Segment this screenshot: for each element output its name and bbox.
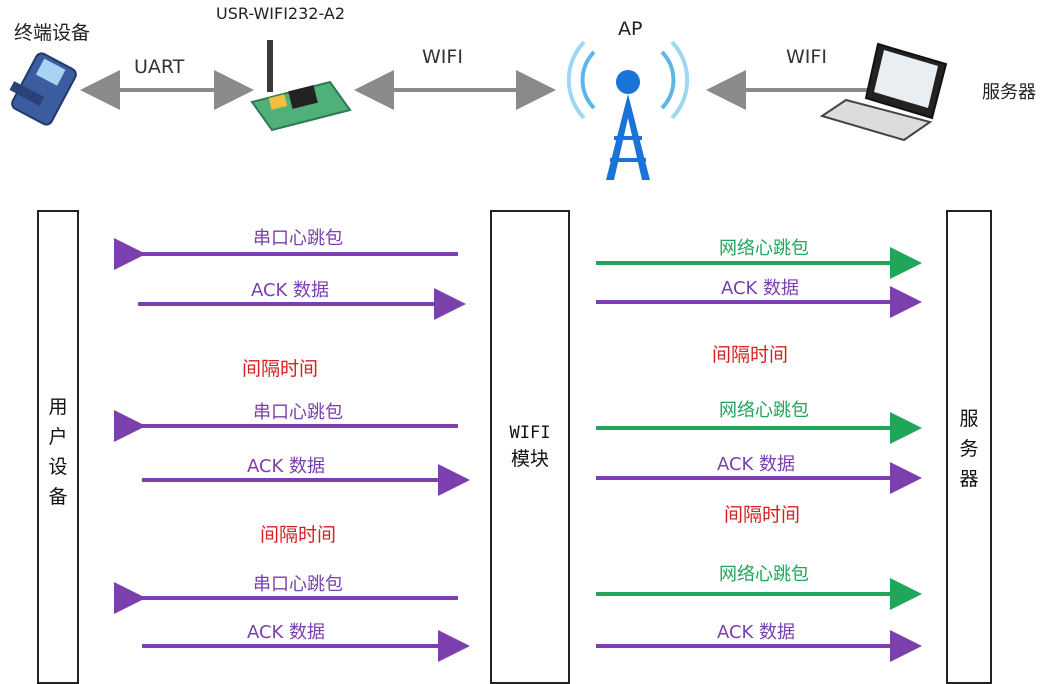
handheld-terminal-icon	[9, 52, 77, 126]
net-heartbeat-label-1: 网络心跳包	[719, 238, 809, 259]
ack-label-right-3: ACK 数据	[716, 622, 796, 643]
server-column-label: 服务器	[946, 404, 992, 494]
serial-heartbeat-label-3: 串口心跳包	[253, 574, 343, 595]
wifi-link-label-left: WIFI	[422, 46, 463, 68]
topology-illustration	[9, 40, 948, 180]
wifi-module-label-line1: WIFI	[509, 423, 551, 443]
user-device-column-label: 用户设备	[37, 392, 79, 512]
serial-heartbeat-label-1: 串口心跳包	[253, 228, 343, 249]
module-model-label: USR-WIFI232-A2	[216, 4, 346, 23]
interval-label-right-2: 间隔时间	[723, 504, 801, 526]
wifi-link-label-right: WIFI	[786, 46, 827, 68]
net-heartbeat-label-3: 网络心跳包	[719, 564, 809, 585]
laptop-icon	[819, 42, 948, 142]
serial-heartbeat-label-2: 串口心跳包	[253, 402, 343, 423]
ack-label-left-1: ACK 数据	[250, 280, 330, 301]
user-device-label-text: 用户设备	[48, 396, 68, 508]
ack-label-left-2: ACK 数据	[246, 456, 326, 477]
interval-label-right-1: 间隔时间	[711, 344, 789, 366]
ap-label: AP	[618, 18, 643, 40]
terminal-device-label: 终端设备	[14, 22, 91, 44]
ack-label-right-1: ACK 数据	[720, 278, 800, 299]
user-device-column	[37, 210, 79, 684]
ack-label-right-2: ACK 数据	[716, 454, 796, 475]
server-column	[946, 210, 992, 684]
wifi-module-label-line2: 模块	[510, 448, 549, 470]
wifi-module-column-label: WIFI 模块	[490, 420, 570, 472]
net-heartbeat-label-2: 网络心跳包	[719, 400, 809, 421]
server-label-text: 服务器	[959, 408, 979, 490]
ap-tower-icon	[566, 40, 690, 180]
wifi-module-icon	[250, 40, 352, 132]
ack-label-left-3: ACK 数据	[246, 622, 326, 643]
interval-label-left-2: 间隔时间	[259, 524, 337, 546]
wifi-module-column	[490, 210, 570, 684]
interval-label-left-1: 间隔时间	[241, 358, 319, 380]
server-top-label: 服务器	[982, 82, 1036, 103]
